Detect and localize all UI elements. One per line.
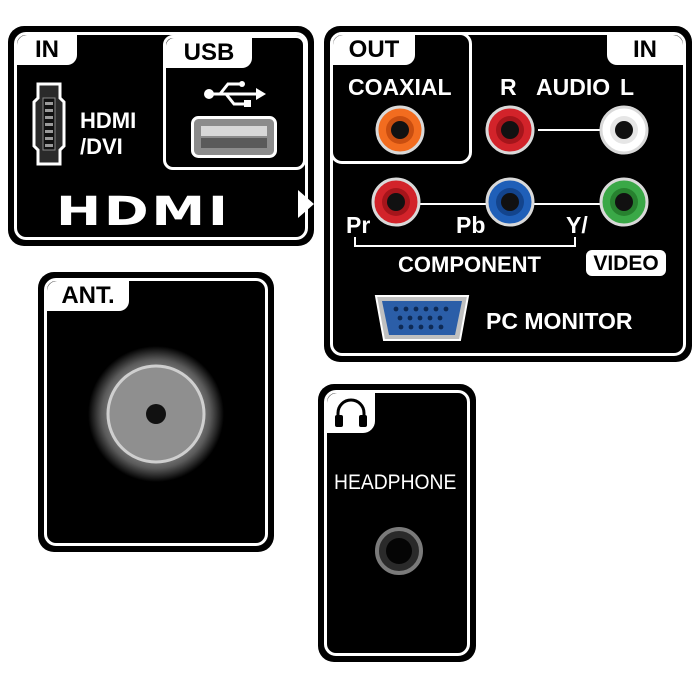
- audio-r-label: R: [500, 74, 517, 100]
- hdmi-dvi-line2: /DVI: [80, 134, 123, 159]
- hdmi-usb-panel: IN HDMI /DVI USB HDMI: [8, 26, 314, 246]
- headphone-label: HEADPHONE: [334, 471, 457, 494]
- usb-tab: USB: [166, 38, 252, 68]
- in-tab-label: IN: [35, 36, 59, 63]
- usb-box: [163, 35, 306, 170]
- pb-jack[interactable]: [484, 176, 536, 228]
- audio-label: AUDIO: [536, 74, 611, 100]
- hdmi-dvi-line1: HDMI: [80, 108, 137, 133]
- antenna-jack[interactable]: [86, 344, 226, 484]
- audio-r-jack[interactable]: [484, 104, 536, 156]
- pb-label: Pb: [456, 212, 488, 238]
- video-label: VIDEO: [586, 250, 666, 276]
- hdmi-dvi-label: HDMI /DVI: [80, 108, 136, 160]
- in-tab-right: IN: [607, 35, 683, 65]
- out-box: [330, 32, 472, 164]
- headphone-tab: [327, 393, 375, 433]
- usb-symbol-icon: [204, 81, 266, 107]
- av-inner-frame: [330, 32, 686, 356]
- component-label: COMPONENT: [398, 252, 541, 277]
- antenna-inner-frame: [44, 278, 268, 546]
- arrow-right-icon: [298, 190, 314, 218]
- antenna-panel: ANT.: [38, 272, 274, 552]
- coaxial-jack[interactable]: [374, 104, 426, 156]
- headphone-panel: HEADPHONE: [318, 384, 476, 662]
- ant-tab: ANT.: [47, 281, 129, 311]
- out-tab: OUT: [333, 35, 415, 65]
- usb-tab-label: USB: [183, 39, 235, 66]
- y-video-jack[interactable]: [598, 176, 650, 228]
- ant-tab-label: ANT.: [61, 282, 115, 309]
- pc-monitor-label: PC MONITOR: [486, 308, 633, 334]
- y-label: Y/: [566, 212, 588, 238]
- out-tab-label: OUT: [348, 36, 400, 63]
- in-tab: IN: [17, 35, 77, 65]
- coaxial-label: COAXIAL: [348, 74, 452, 100]
- hdmi-logo-text: HDMI: [56, 189, 231, 235]
- headphone-jack[interactable]: [374, 526, 424, 576]
- audio-l-label: L: [620, 74, 635, 100]
- audio-l-jack[interactable]: [598, 104, 650, 156]
- vga-port[interactable]: [372, 294, 472, 344]
- component-bracket: [354, 234, 576, 247]
- in-tab-right-label: IN: [633, 36, 657, 63]
- headphones-icon: [335, 398, 367, 427]
- usb-port[interactable]: [191, 116, 277, 158]
- hdmi-port-icon[interactable]: [32, 82, 66, 166]
- hdmi-inner-frame: [14, 32, 308, 240]
- pr-label: Pr: [346, 212, 373, 238]
- av-panel: OUT IN COAXIAL R AUDIO L: [324, 26, 692, 362]
- headphone-inner-frame: [324, 390, 470, 656]
- pr-jack[interactable]: [370, 176, 422, 228]
- hdmi-logo: HDMI: [56, 192, 231, 232]
